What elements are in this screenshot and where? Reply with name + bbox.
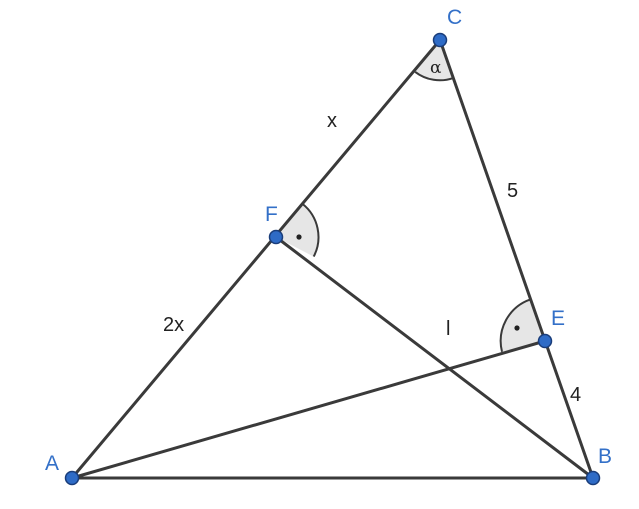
angle-label-alpha: α (430, 58, 442, 78)
segment-fb (274, 235, 595, 480)
segment-ae (70, 339, 547, 480)
point-label-c: C (447, 6, 462, 29)
point-a[interactable] (64, 470, 80, 486)
point-label-b: B (598, 445, 612, 468)
segment-label-ce: 5 (507, 180, 518, 202)
point-c[interactable] (432, 32, 448, 48)
point-label-e: E (551, 307, 565, 330)
point-label-f: F (265, 203, 278, 226)
point-b[interactable] (585, 470, 601, 486)
right-angle-dot-f (296, 234, 302, 240)
angle-e-arc (499, 298, 531, 352)
point-f[interactable] (268, 229, 284, 245)
segment-cb (438, 38, 595, 480)
angle-f-sector (276, 203, 319, 257)
angle-c-arc (414, 71, 454, 82)
segment-ac (70, 38, 442, 480)
point-label-a: A (45, 452, 59, 475)
right-angle-dot-e (514, 325, 520, 331)
point-e[interactable] (537, 333, 553, 349)
segment-label-ae: l (446, 318, 450, 340)
segment-label-fa: 2x (163, 314, 184, 336)
angle-f-arc (301, 203, 320, 258)
angle-c-sector (415, 40, 454, 81)
segment-label-cf: x (327, 110, 337, 132)
segment-label-eb: 4 (570, 384, 581, 406)
